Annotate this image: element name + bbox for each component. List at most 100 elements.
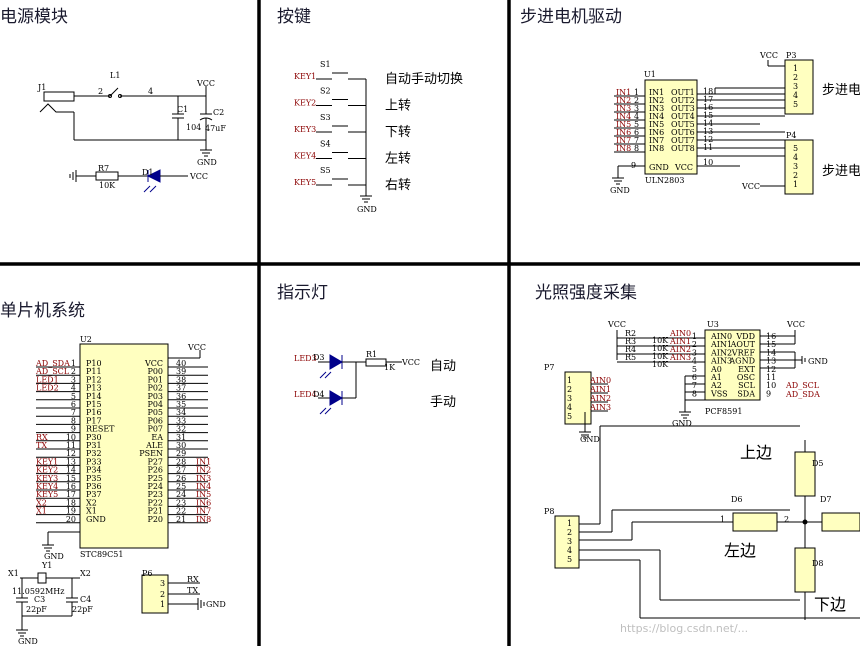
pcf-left-pin-number: 2	[692, 340, 697, 349]
u1-part: ULN2803	[645, 176, 684, 185]
p4-pin-number: 5	[793, 144, 798, 153]
d7-label: D7	[820, 495, 832, 504]
uln-output-pin: OUT3	[671, 104, 695, 113]
stepper-module	[612, 60, 813, 194]
mcu-left-net: TX	[36, 441, 47, 450]
uln-input-net: IN8	[616, 144, 631, 153]
mcu-left-pin: RESET	[86, 425, 115, 434]
p8-pin-number: 4	[567, 546, 572, 555]
uln-output-pin-number: 11	[703, 143, 713, 152]
power-title: 电源模块	[0, 7, 68, 27]
led-module	[318, 354, 402, 414]
sensor-bottom-label: 下边	[814, 595, 846, 614]
pullup-resistor-value: 10K	[652, 344, 669, 353]
mcu-left-pin-number: 2	[71, 367, 76, 376]
pcf-left-pin-number: 3	[692, 348, 697, 357]
p6-pin3: 3	[160, 579, 165, 588]
mcu-right-net: IN8	[196, 515, 211, 524]
uln-output-pin-number: 13	[703, 127, 713, 136]
key-net-label: KEY4	[294, 152, 316, 161]
p4-label: P4	[786, 131, 796, 140]
crystal-x1: X1	[8, 569, 19, 578]
pcf-left-pin: AIN3	[710, 357, 732, 366]
d1-label: D1	[142, 168, 154, 177]
led-auto: 自动	[430, 359, 456, 374]
uln-output-pin-number: 18	[703, 87, 713, 96]
led-vcc: VCC	[401, 358, 420, 367]
mcu-right-pin: VCC	[144, 359, 163, 368]
mcu-left-net: AD_SDA	[35, 359, 70, 368]
mcu-left-net: X2	[36, 498, 47, 507]
pcf-right-pin: AGND	[728, 357, 755, 366]
l1-pin4: 4	[148, 87, 153, 96]
u2-label: U2	[80, 335, 92, 344]
key-net-label: KEY2	[294, 99, 316, 108]
mcu-right-pin: P01	[147, 375, 163, 384]
pcf-right-pin-number: 16	[766, 332, 776, 341]
d6-pin1: 1	[720, 515, 725, 524]
u1-p10: 10	[703, 158, 713, 167]
key-function-label: 右转	[385, 178, 411, 193]
mcu-left-net: RX	[36, 433, 48, 442]
p7-label: P7	[544, 363, 554, 372]
u1-vcc-pin: VCC	[674, 163, 693, 172]
mcu-left-pin-number: 13	[66, 457, 76, 466]
keys-module: KEY1S1自动手动切换KEY2S2上转KEY3S3下转KEY4S4左转KEY5…	[294, 60, 463, 202]
pcf-left-pin: A2	[710, 381, 722, 390]
crystal-gnd: GND	[18, 637, 38, 646]
p4-pin-number: 2	[793, 171, 798, 180]
p7-pin-number: 1	[567, 376, 572, 385]
p6-tx: TX	[187, 586, 198, 595]
p3-pin-number: 1	[793, 64, 798, 73]
pcf-left-pin-number: 8	[692, 389, 697, 398]
uln-input-pin-number: 6	[634, 128, 639, 137]
stepper-title: 步进电机驱动	[520, 7, 622, 27]
pcf-right-pin-number: 10	[766, 381, 776, 390]
d6-label: D6	[731, 495, 743, 504]
uln-output-pin-number: 17	[703, 95, 713, 104]
mcu-left-net: X1	[36, 507, 47, 516]
mcu-right-net: IN7	[196, 507, 211, 516]
mcu-left-pin-number: 16	[66, 482, 76, 491]
light-vcc: VCC	[607, 320, 626, 329]
mcu-right-pin-number: 21	[176, 515, 186, 524]
mcu-left-pin-number: 14	[66, 466, 76, 475]
mcu-left-pin-number: 12	[66, 449, 76, 458]
mcu-left-net: KEY4	[36, 482, 58, 491]
u3-vcc: VCC	[786, 320, 805, 329]
mcu-left-pin-number: 8	[71, 416, 76, 425]
pcf-right-pin: SDA	[737, 389, 755, 398]
p7-net: AIN3	[589, 403, 611, 412]
uln-input-net: IN5	[616, 120, 631, 129]
mcu-left-pin-number: 10	[66, 433, 76, 442]
mcu-left-pin: X2	[86, 498, 97, 507]
switch-label: S2	[320, 87, 331, 96]
sensor-left-label: 左边	[724, 541, 756, 560]
uln-input-pin: IN5	[649, 120, 664, 129]
mcu-left-net: AD_SCL	[35, 367, 70, 376]
led4-net: LED4	[294, 390, 317, 399]
uln-output-pin-number: 14	[703, 119, 713, 128]
uln-output-pin-number: 16	[703, 103, 713, 112]
pcf-right-pin-number: 9	[766, 389, 771, 398]
led-manual: 手动	[430, 395, 456, 410]
uln-input-pin-number: 2	[634, 96, 639, 105]
uln-input-net: IN3	[616, 104, 631, 113]
mcu-right-pin-number: 39	[176, 367, 186, 376]
switch-label: S4	[320, 140, 331, 149]
uln-input-net: IN4	[616, 112, 631, 121]
mcu-right-pin: P23	[147, 490, 163, 499]
r1-label: R1	[366, 350, 377, 359]
uln-output-pin: OUT7	[671, 136, 695, 145]
p7-gnd: GND	[580, 435, 600, 444]
c3-label: C3	[34, 595, 45, 604]
mcu-left-pin: P16	[86, 408, 102, 417]
pcf-left-pin: AIN2	[710, 348, 732, 357]
pullup-resistor-value: 10K	[652, 336, 669, 345]
crystal-y1: Y1	[41, 561, 52, 570]
pcf-left-pin-number: 6	[692, 373, 697, 382]
p3-label: P3	[786, 51, 796, 60]
mcu-right-pin: P21	[147, 507, 163, 516]
p7-pin-number: 5	[567, 412, 572, 421]
